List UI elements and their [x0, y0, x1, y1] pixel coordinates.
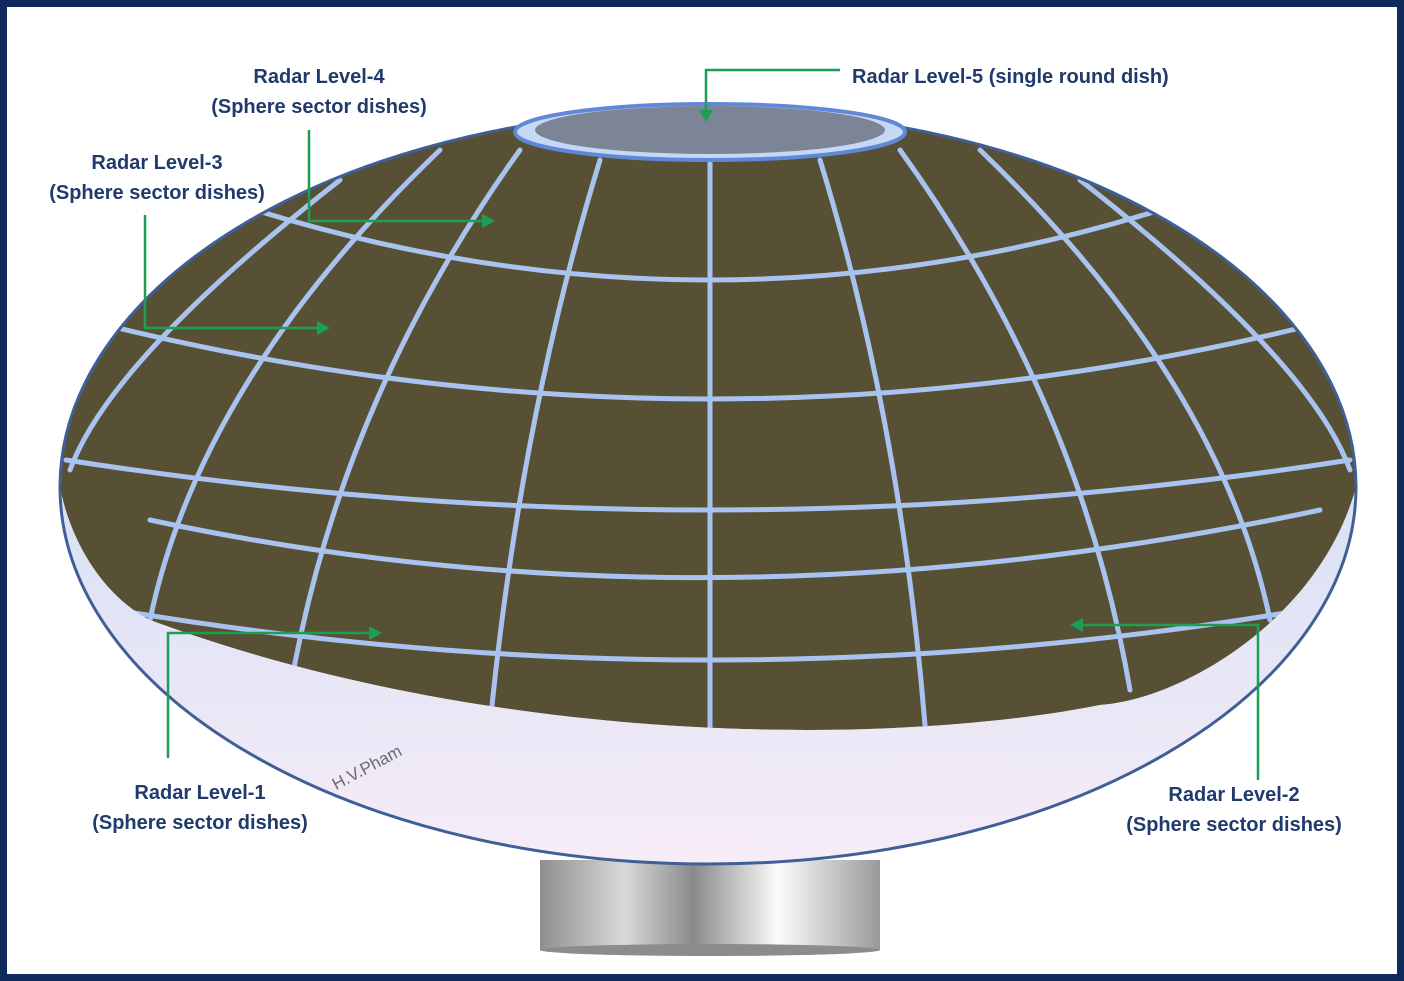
arrow-level1 [166, 631, 372, 758]
arrowhead-level4 [482, 214, 495, 228]
arrowhead-level1 [369, 626, 382, 640]
label-radar-level-1-title: Radar Level-1 [134, 782, 266, 804]
arrowhead-level3 [317, 321, 330, 335]
label-radar-level-4: Radar Level-4 (Sphere sector dishes) [194, 62, 444, 122]
label-radar-level-1-subtitle: (Sphere sector dishes) [92, 812, 308, 834]
arrow-level5 [704, 68, 840, 115]
label-radar-level-2-subtitle: (Sphere sector dishes) [1126, 814, 1342, 836]
label-radar-level-4-title: Radar Level-4 [253, 66, 385, 88]
label-radar-level-3-subtitle: (Sphere sector dishes) [49, 182, 265, 204]
panel-seams [60, 147, 1356, 730]
label-radar-level-2-title: Radar Level-2 [1168, 784, 1300, 806]
pedestal [540, 860, 880, 956]
label-radar-level-3: Radar Level-3 (Sphere sector dishes) [32, 148, 282, 208]
arrow-level4 [307, 130, 485, 223]
arrowhead-level2 [1070, 618, 1083, 632]
arrow-level2 [1080, 623, 1260, 780]
label-radar-level-4-subtitle: (Sphere sector dishes) [211, 96, 427, 118]
radar-dome-illustration [58, 68, 1358, 956]
label-radar-level-5-title: Radar Level-5 (single round dish) [852, 66, 1169, 88]
arrowhead-level5 [699, 110, 713, 122]
label-radar-level-1: Radar Level-1 (Sphere sector dishes) [75, 778, 325, 838]
label-radar-level-5: Radar Level-5 (single round dish) [852, 62, 1169, 92]
arrow-level3 [143, 215, 320, 330]
label-radar-level-2: Radar Level-2 (Sphere sector dishes) [1109, 780, 1359, 840]
label-radar-level-3-title: Radar Level-3 [91, 152, 223, 174]
